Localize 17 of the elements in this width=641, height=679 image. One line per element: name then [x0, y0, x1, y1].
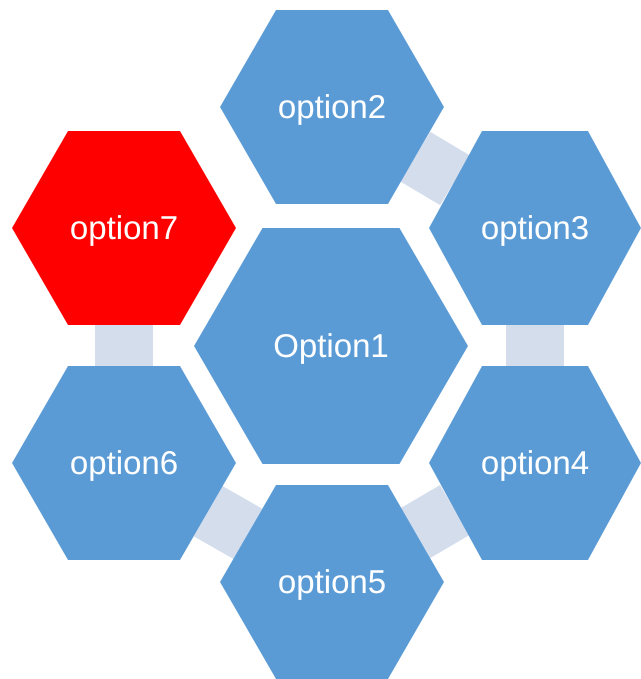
- hexagon: [429, 131, 641, 325]
- hexagon: [429, 366, 641, 560]
- hexagon: [220, 485, 444, 679]
- hexagon: [194, 228, 468, 464]
- hexagon-label: option7: [70, 209, 178, 247]
- hexagon: [12, 131, 236, 325]
- hexagon: [220, 10, 444, 204]
- hexagon-label: option3: [480, 209, 590, 247]
- connector-band: [401, 485, 470, 558]
- connector-band: [194, 486, 262, 560]
- hexagon-label: option5: [278, 563, 386, 601]
- hexagon-label: Option1: [273, 327, 389, 365]
- hexagon: [12, 366, 236, 560]
- hexagon-label: option6: [70, 444, 178, 482]
- hexagon-label: option2: [278, 88, 386, 126]
- hexagon-label: option4: [480, 444, 590, 482]
- connector-band: [400, 132, 470, 206]
